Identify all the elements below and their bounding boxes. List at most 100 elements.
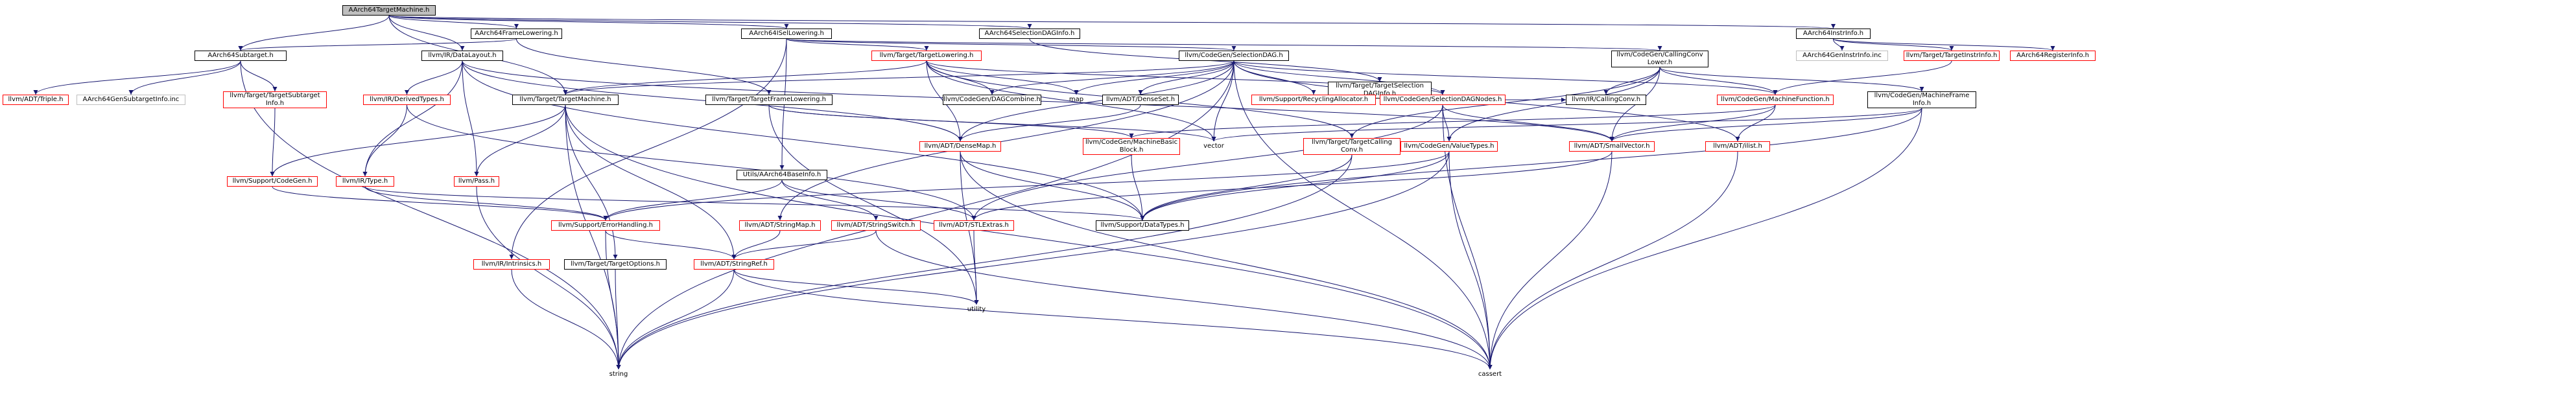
node-baseinfo[interactable]: Utils/AArch64BaseInfo.h: [737, 170, 827, 180]
edge-callingconvlower-to-valuetypes: [1447, 67, 1660, 142]
edge-machinefunction-to-machinebasicblock: [1129, 104, 1776, 139]
node-instrinfo[interactable]: AArch64InstrInfo.h: [1796, 29, 1871, 39]
edge-targetframelowering-to-machinebasicblock: [768, 104, 1134, 139]
node-dagcombine[interactable]: llvm/CodeGen/DAGCombine.h: [943, 95, 1041, 105]
edge-selectiondag-to-string: [616, 60, 1235, 370]
edge-isellowering-to-callingconvlower: [786, 38, 1662, 51]
edge-targetmachine-to-targetoptions: [565, 104, 618, 260]
edge-targetframelowering-to-utility: [768, 104, 979, 305]
node-framelowering[interactable]: AArch64FrameLowering.h: [471, 29, 562, 39]
edge-selectiondag-to-cassert: [1233, 60, 1493, 370]
node-stringref[interactable]: llvm/ADT/StringRef.h: [694, 259, 774, 270]
node-intrinsics[interactable]: llvm/IR/Intrinsics.h: [473, 259, 550, 270]
edge-instrinfo-to-targetinstrinfo: [1833, 38, 1954, 51]
node-stlextras[interactable]: llvm/ADT/STLExtras.h: [934, 220, 1014, 231]
node-map: map: [1069, 96, 1084, 103]
node-ircallingconv[interactable]: llvm/IR/CallingConv.h: [1566, 95, 1646, 105]
node-isellowering[interactable]: AArch64ISelLowering.h: [741, 29, 832, 39]
edge-instrinfo-to-registerinfo: [1833, 38, 2055, 51]
edge-stlextras-to-utility: [973, 230, 979, 305]
edge-stringref-to-cassert: [733, 269, 1493, 370]
edge-pass-to-string: [476, 186, 621, 370]
node-derivedtypes[interactable]: llvm/IR/DerivedTypes.h: [363, 95, 451, 105]
edge-irtype-to-datatypes: [364, 186, 1145, 221]
edge-errorhandling-to-string: [605, 230, 621, 370]
node-targetsubtargetinfo[interactable]: llvm/Target/TargetSubtarget Info.h: [223, 91, 327, 108]
edge-stringref-to-utility: [733, 269, 979, 305]
edge-targetmachine-to-string: [565, 104, 621, 370]
edge-targetsubtargetinfo-to-supportcodegen: [270, 108, 276, 177]
edge-datalayout-to-pass: [462, 60, 479, 177]
edge-selectiondag-to-dagcombine: [989, 60, 1235, 95]
node-stringmap[interactable]: llvm/ADT/StringMap.h: [739, 220, 821, 231]
node-datalayout[interactable]: llvm/IR/DataLayout.h: [421, 51, 503, 61]
edge-root-to-isellowering: [388, 15, 789, 29]
edge-supportcodegen-to-errorhandling: [272, 186, 608, 221]
node-registerinfo[interactable]: AArch64RegisterInfo.h: [2010, 51, 2096, 61]
node-selectiondagnodes[interactable]: llvm/CodeGen/SelectionDAGNodes.h: [1380, 95, 1506, 105]
edge-root-to-selectiondaginfo: [388, 15, 1032, 29]
edge-baseinfo-to-stlextras: [781, 180, 976, 221]
edge-ilist-to-cassert: [1487, 151, 1738, 370]
node-irtype[interactable]: llvm/IR/Type.h: [336, 176, 394, 187]
edge-selectiondag-to-stringmap: [777, 60, 1235, 221]
edge-stringref-to-string: [616, 269, 735, 370]
node-targetinstrinfo[interactable]: llvm/Target/TargetInstrInfo.h: [1904, 51, 2000, 61]
node-recyclingallocator[interactable]: llvm/Support/RecyclingAllocator.h: [1251, 95, 1376, 105]
node-targetframelowering[interactable]: llvm/Target/TargetFrameLowering.h: [705, 95, 833, 105]
edge-isellowering-to-selectiondag: [786, 38, 1236, 51]
edge-densemap-to-cassert: [960, 151, 1493, 370]
edge-targetcallingconv-to-string: [616, 154, 1353, 370]
edge-targetlowering-to-vector: [926, 60, 1216, 142]
node-machinefunction[interactable]: llvm/CodeGen/MachineFunction.h: [1717, 95, 1834, 105]
edge-root-to-datalayout: [388, 15, 465, 51]
edge-intrinsics-to-string: [511, 269, 621, 370]
node-targetmachine[interactable]: llvm/Target/TargetMachine.h: [512, 95, 619, 105]
edge-denseset-to-densemap: [958, 104, 1141, 142]
edge-root-to-instrinfo: [388, 15, 1835, 29]
edge-smallvector-to-cassert: [1487, 151, 1613, 370]
edge-datalayout-to-datatypes: [462, 60, 1145, 221]
edge-framelowering-to-subtarget: [238, 38, 517, 51]
edge-derivedtypes-to-irtype: [362, 104, 407, 177]
edge-selectiondagnodes-to-cassert: [1442, 104, 1493, 370]
node-root[interactable]: AArch64TargetMachine.h: [342, 5, 436, 16]
edge-baseinfo-to-stringswitch: [781, 180, 879, 221]
edge-machinefunction-to-ilist: [1735, 104, 1776, 142]
edge-selectiondag-to-recyclingallocator: [1233, 60, 1316, 95]
node-callingconvlower[interactable]: llvm/CodeGen/CallingConv Lower.h: [1611, 51, 1708, 67]
node-selectiondag[interactable]: llvm/CodeGen/SelectionDAG.h: [1179, 51, 1289, 61]
edge-callingconvlower-to-ircallingconv: [1603, 67, 1660, 95]
node-targetcallingconv[interactable]: llvm/Target/TargetCalling Conv.h: [1303, 138, 1400, 155]
edge-selectiondagnodes-to-smallvector: [1442, 104, 1614, 142]
edge-machinefunction-to-smallvector: [1609, 104, 1776, 142]
node-triple[interactable]: llvm/ADT/Triple.h: [3, 95, 69, 105]
node-pass[interactable]: llvm/Pass.h: [454, 176, 499, 187]
node-targetoptions[interactable]: llvm/Target/TargetOptions.h: [564, 259, 667, 270]
node-ilist[interactable]: llvm/ADT/ilist.h: [1705, 141, 1770, 152]
node-supportcodegen[interactable]: llvm/Support/CodeGen.h: [227, 176, 318, 187]
edge-callingconvlower-to-machinefunction: [1659, 67, 1778, 95]
edge-subtarget-to-string: [240, 60, 621, 370]
edge-machinebasicblock-to-datatypes: [1131, 154, 1145, 221]
node-denseset[interactable]: llvm/ADT/DenseSet.h: [1102, 95, 1179, 105]
node-errorhandling[interactable]: llvm/Support/ErrorHandling.h: [551, 220, 660, 231]
node-smallvector[interactable]: llvm/ADT/SmallVector.h: [1569, 141, 1655, 152]
node-densemap[interactable]: llvm/ADT/DenseMap.h: [919, 141, 1001, 152]
node-machinebasicblock[interactable]: llvm/CodeGen/MachineBasic Block.h: [1083, 138, 1180, 155]
node-subtarget[interactable]: AArch64Subtarget.h: [195, 51, 287, 61]
node-valuetypes[interactable]: llvm/CodeGen/ValueTypes.h: [1400, 141, 1498, 152]
edge-selectiondag-to-targetmachine: [563, 60, 1235, 95]
edge-machineframeinfo-to-datatypes: [1140, 108, 1922, 221]
edge-targetmachine-to-supportcodegen: [270, 104, 566, 177]
node-selectiondaginfo[interactable]: AArch64SelectionDAGInfo.h: [979, 29, 1080, 39]
edge-callingconvlower-to-targetcallingconv: [1349, 67, 1660, 139]
node-stringswitch[interactable]: llvm/ADT/StringSwitch.h: [831, 220, 921, 231]
node-datatypes[interactable]: llvm/Support/DataTypes.h: [1096, 220, 1189, 231]
node-targetlowering[interactable]: llvm/Target/TargetLowering.h: [871, 51, 982, 61]
node-cassert: cassert: [1478, 371, 1502, 378]
node-machineframeinfo[interactable]: llvm/CodeGen/MachineFrame Info.h: [1867, 91, 1976, 108]
edge-targetcallingconv-to-datatypes: [1140, 154, 1353, 221]
node-vector: vector: [1203, 143, 1224, 150]
